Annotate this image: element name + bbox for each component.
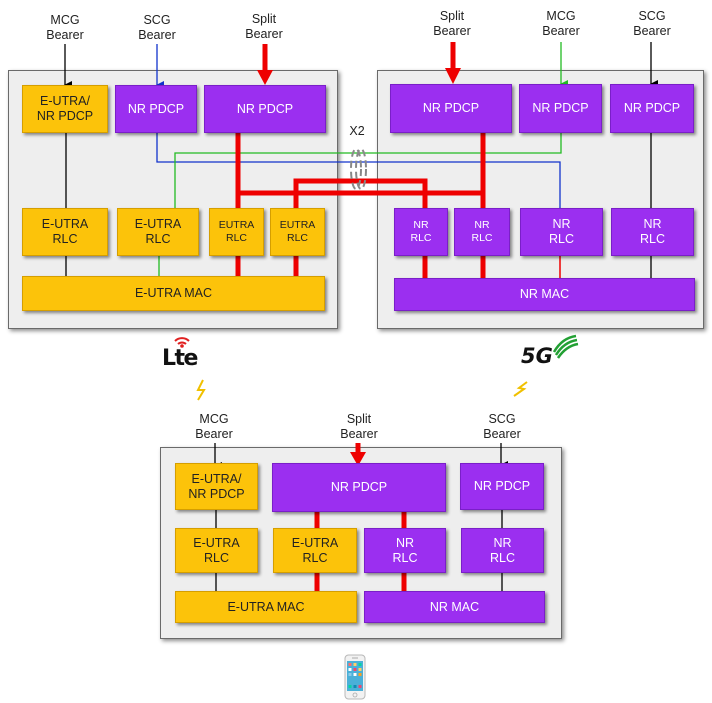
lte-signal-icon [174,337,190,348]
lte-eutra-mac: E-UTRA MAC [22,276,325,311]
split-bearer-label-lte: Split Bearer [245,12,283,41]
scg-cross-link [156,133,561,208]
ue-nr-rlc-1: NR RLC [364,528,446,573]
lte-eutra-rlc-split-2: EUTRA RLC [270,208,325,256]
split-bearer-label-ue: Split Bearer [340,412,378,441]
nr-mac: NR MAC [394,278,695,311]
fiveg-logo: 5G [520,334,580,374]
ue-eutra-rlc-1: E-UTRA RLC [175,528,258,573]
nr-pdcp-mcg: NR PDCP [519,84,602,133]
ue-nr-pdcp-scg: NR PDCP [460,463,544,510]
x2-interface-ring [350,148,362,190]
scg-bearer-label-ue: SCG Bearer [483,412,521,441]
nr-rlc-4: NR RLC [611,208,694,256]
scg-bearer-label-lte: SCG Bearer [138,13,176,42]
mcg-bearer-label-lte: MCG Bearer [46,13,84,42]
ue-nr-mac: NR MAC [364,591,545,623]
split-arrow-nr-head [445,68,461,84]
split-arrow-ue-head [350,452,366,466]
ue-nr-rlc-2: NR RLC [461,528,544,573]
ue-eutra-nr-pdcp: E-UTRA/ NR PDCP [175,463,258,510]
lightning-icon-lte [196,379,206,401]
lte-nr-pdcp-split: NR PDCP [204,85,326,133]
ue-eutra-rlc-2: E-UTRA RLC [273,528,357,573]
ue-eutra-mac: E-UTRA MAC [175,591,357,623]
nr-rlc-split-2: NR RLC [454,208,510,256]
x2-label: X2 [349,124,365,138]
lte-logo-text: Lte [162,346,198,371]
lightning-icon-5g [513,381,528,397]
mcg-cross-link [174,133,562,208]
split-bearer-label-nr: Split Bearer [433,9,471,38]
nr-pdcp-split: NR PDCP [390,84,512,133]
nr-rlc-3: NR RLC [520,208,603,256]
lte-eutra-rlc-split-1: EUTRA RLC [209,208,264,256]
nr-pdcp-scg: NR PDCP [610,84,694,133]
scg-bearer-label-nr: SCG Bearer [633,9,671,38]
fiveg-wave-icon [552,334,579,359]
nr-rlc-split-1: NR RLC [394,208,448,256]
ue-nr-pdcp-split: NR PDCP [272,463,446,512]
split-arrow-lte-head [257,70,273,85]
smartphone-icon [344,654,366,700]
lte-eutra-rlc-1: E-UTRA RLC [22,208,108,256]
mcg-bearer-label-nr: MCG Bearer [542,9,580,38]
lte-logo: Lte [162,332,206,376]
mcg-bearer-label-ue: MCG Bearer [195,412,233,441]
fiveg-logo-text: 5G [521,344,553,368]
lte-eutra-rlc-2: E-UTRA RLC [117,208,199,256]
lte-eutra-nr-pdcp: E-UTRA/ NR PDCP [22,85,108,133]
lte-nr-pdcp-scg: NR PDCP [115,85,197,133]
